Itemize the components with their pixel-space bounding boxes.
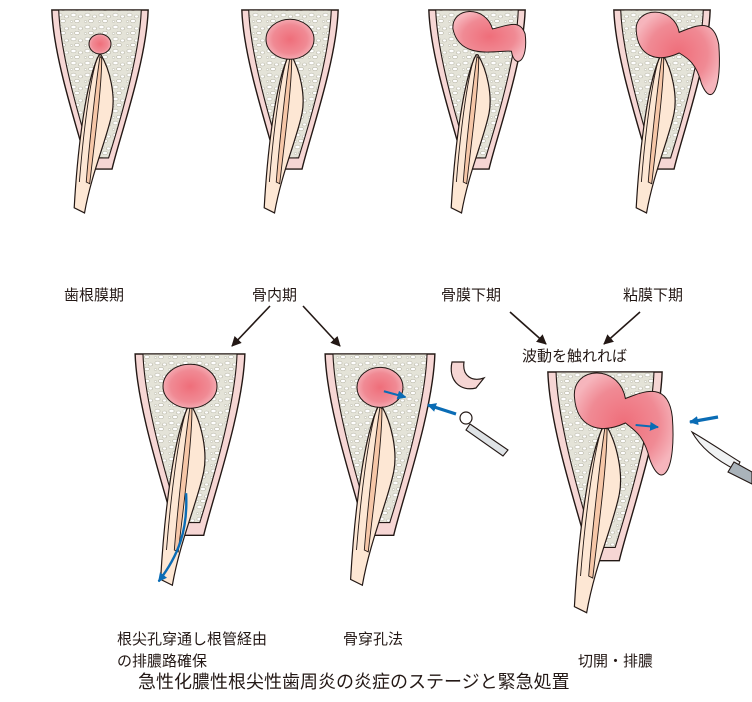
tooth-intraosseous-stage xyxy=(242,10,338,213)
lesion-periodontal xyxy=(89,34,111,54)
lesion-intraosseous xyxy=(266,19,314,59)
round-bur-head xyxy=(460,412,472,424)
tooth-incision-drainage xyxy=(548,372,673,613)
tooth-submucosal-stage xyxy=(614,10,720,213)
bone-trephination-label: 骨穿孔法 xyxy=(343,629,403,649)
figure-title: 急性化膿性根尖性歯周炎の炎症のステージと緊急処置 xyxy=(138,671,570,695)
drill-direction-arrow xyxy=(428,405,456,414)
incision-condition-label: 波動を触れれば xyxy=(522,346,627,366)
tooth-root-canal-treatment xyxy=(135,354,245,585)
stage-label-periodontal: 歯根膜期 xyxy=(64,285,124,305)
incision-direction-arrow xyxy=(690,417,718,422)
stage-label-submucosal: 粘膜下期 xyxy=(623,285,683,305)
round-bur-shank xyxy=(466,424,508,456)
root-canal-label-line2: の排膿路確保 xyxy=(117,651,207,671)
arrow-submucosal-to-incision xyxy=(604,312,640,344)
tooth-bone-trephination xyxy=(325,354,435,585)
stage-label-intraosseous: 骨内期 xyxy=(252,285,297,305)
scalpel-handle xyxy=(728,462,752,484)
tooth-subperiosteal-stage xyxy=(429,10,526,213)
retracted-flap xyxy=(451,362,484,389)
arrow-to-root-canal xyxy=(232,306,270,346)
lesion-root-canal xyxy=(163,364,217,408)
tooth-periodontal-stage xyxy=(52,10,148,213)
incision-label: 切開・排膿 xyxy=(578,651,653,671)
lesion-trephination xyxy=(357,367,403,407)
arrow-to-trephination xyxy=(303,306,340,346)
root-canal-label-line1: 根尖孔穿通し根管経由 xyxy=(117,629,267,649)
arrow-subperiosteal-to-incision xyxy=(510,312,546,344)
stage-label-subperiosteal: 骨膜下期 xyxy=(441,285,501,305)
